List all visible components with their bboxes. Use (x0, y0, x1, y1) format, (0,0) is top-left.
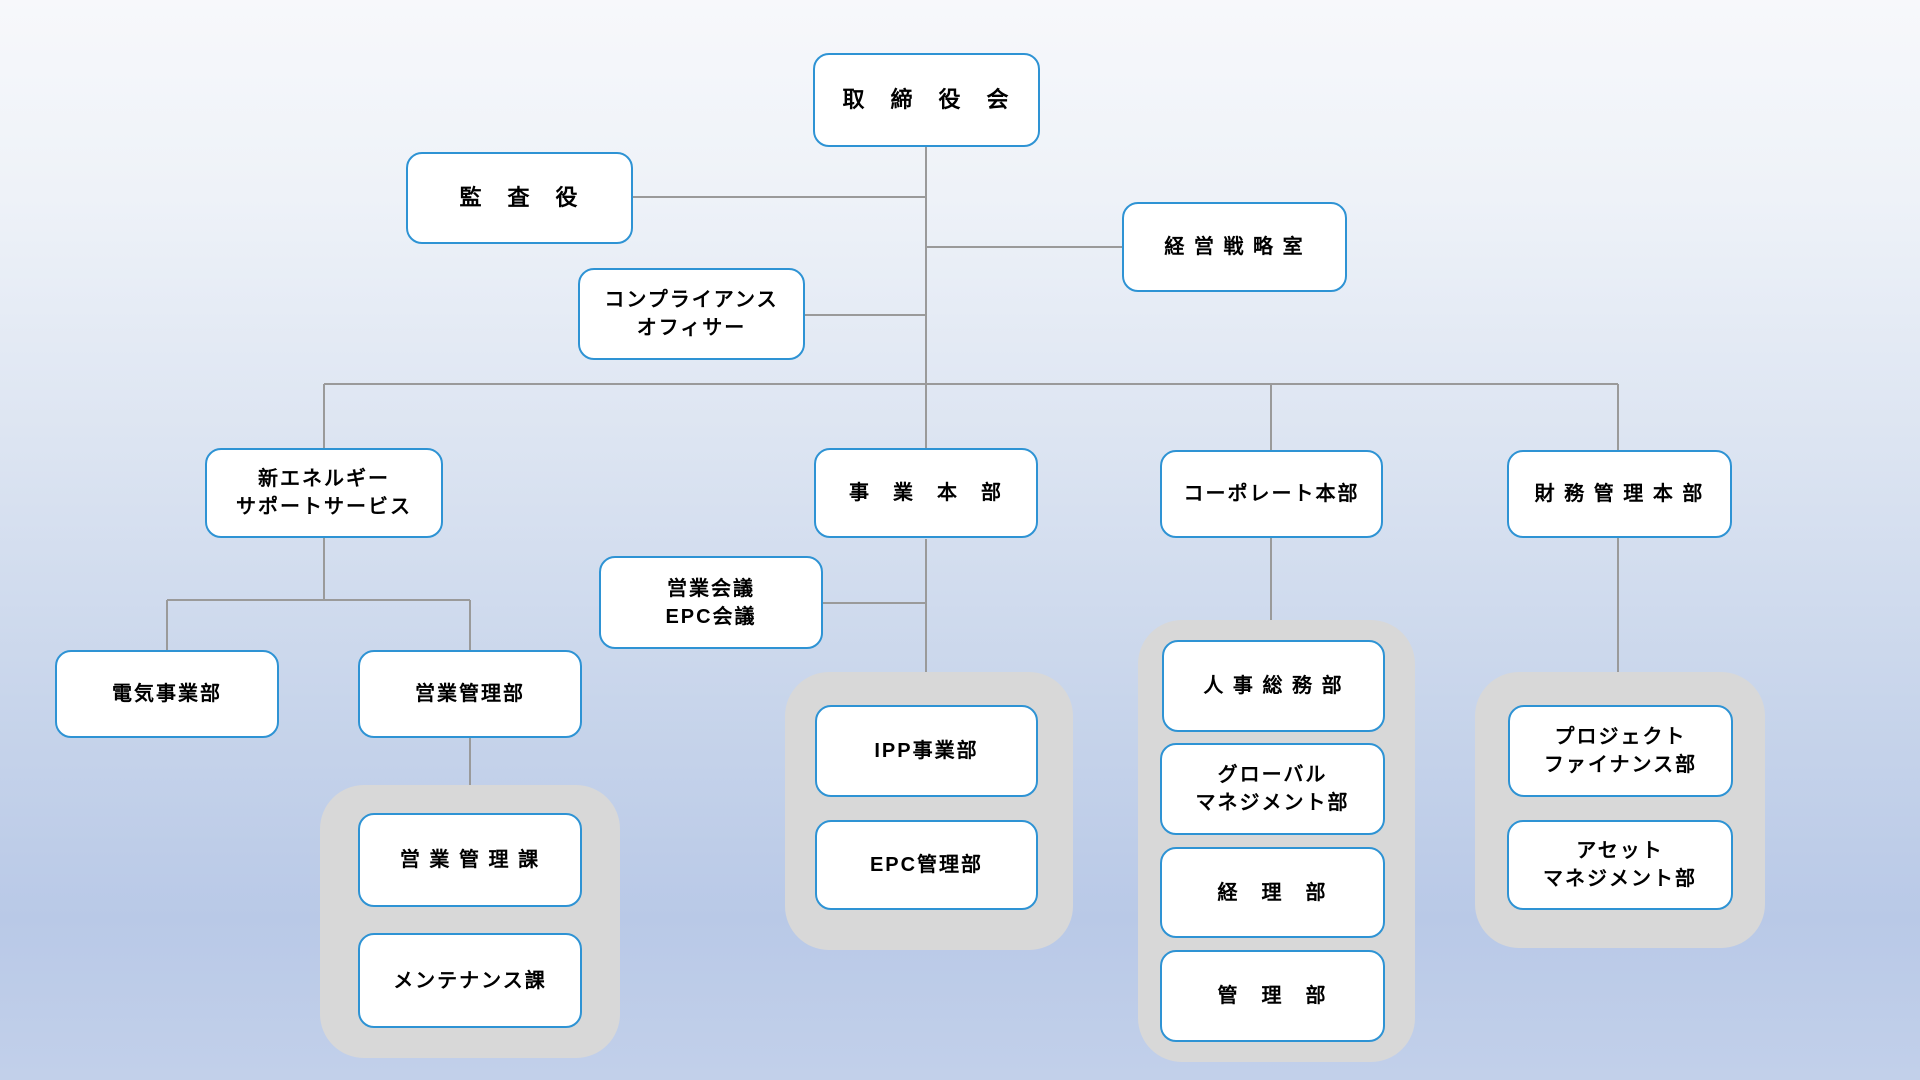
org-node-auditor: 監 査 役 (406, 152, 633, 244)
org-node-finance-hq: 財 務 管 理 本 部 (1507, 450, 1732, 538)
org-node-asset-mgmt-dept: アセット マネジメント部 (1507, 820, 1733, 910)
org-node-label: 財 務 管 理 本 部 (1534, 483, 1705, 505)
org-node-label: グローバル マネジメント部 (1195, 764, 1350, 814)
org-node-project-finance-dept: プロジェクト ファイナンス部 (1508, 705, 1733, 797)
org-node-label: 営業会議 EPC会議 (665, 577, 757, 628)
org-node-label: IPP事業部 (874, 740, 979, 762)
org-node-hr-general-affairs: 人 事 総 務 部 (1162, 640, 1385, 732)
org-node-global-mgmt-dept: グローバル マネジメント部 (1160, 743, 1385, 835)
org-node-maintenance-section: メンテナンス課 (358, 933, 582, 1028)
org-node-label: 監 査 役 (459, 184, 580, 210)
org-node-sales-mgmt-section: 営 業 管 理 課 (358, 813, 582, 907)
org-node-epc-mgmt-dept: EPC管理部 (815, 820, 1038, 910)
org-node-label: 管 理 部 (1217, 985, 1328, 1007)
org-node-label: 事 業 本 部 (849, 482, 1003, 504)
org-node-sales-mgmt-dept: 営業管理部 (358, 650, 582, 738)
org-node-strategy-office: 経 営 戦 略 室 (1122, 202, 1347, 292)
org-node-label: 営業管理部 (415, 683, 525, 705)
org-node-label: 新エネルギー サポートサービス (236, 468, 412, 518)
org-node-label: 営 業 管 理 課 (399, 849, 541, 871)
org-node-label: コーポレート本部 (1183, 483, 1360, 505)
org-node-label: アセット マネジメント部 (1543, 840, 1697, 890)
org-node-electric-division: 電気事業部 (55, 650, 279, 738)
org-node-sales-epc-meeting: 営業会議 EPC会議 (599, 556, 823, 649)
org-node-label: 電気事業部 (112, 683, 222, 705)
org-node-new-energy-support: 新エネルギー サポートサービス (205, 448, 443, 538)
org-node-board-of-directors: 取 締 役 会 (813, 53, 1040, 147)
org-node-label: 経 営 戦 略 室 (1164, 236, 1305, 258)
org-node-accounting-dept: 経 理 部 (1160, 847, 1385, 938)
org-node-compliance-officer: コンプライアンス オフィサー (578, 268, 805, 360)
org-node-ipp-division: IPP事業部 (815, 705, 1038, 797)
org-node-corporate-hq: コーポレート本部 (1160, 450, 1383, 538)
org-node-admin-dept: 管 理 部 (1160, 950, 1385, 1042)
org-node-label: 取 締 役 会 (842, 86, 1011, 112)
org-node-label: EPC管理部 (869, 854, 984, 876)
org-node-label: 経 理 部 (1217, 881, 1328, 904)
org-node-label: 人 事 総 務 部 (1203, 675, 1344, 697)
org-node-business-hq: 事 業 本 部 (814, 448, 1038, 538)
org-node-label: コンプライアンス オフィサー (604, 289, 779, 339)
org-node-label: プロジェクト ファイナンス部 (1543, 726, 1698, 776)
org-node-label: メンテナンス課 (393, 969, 547, 992)
